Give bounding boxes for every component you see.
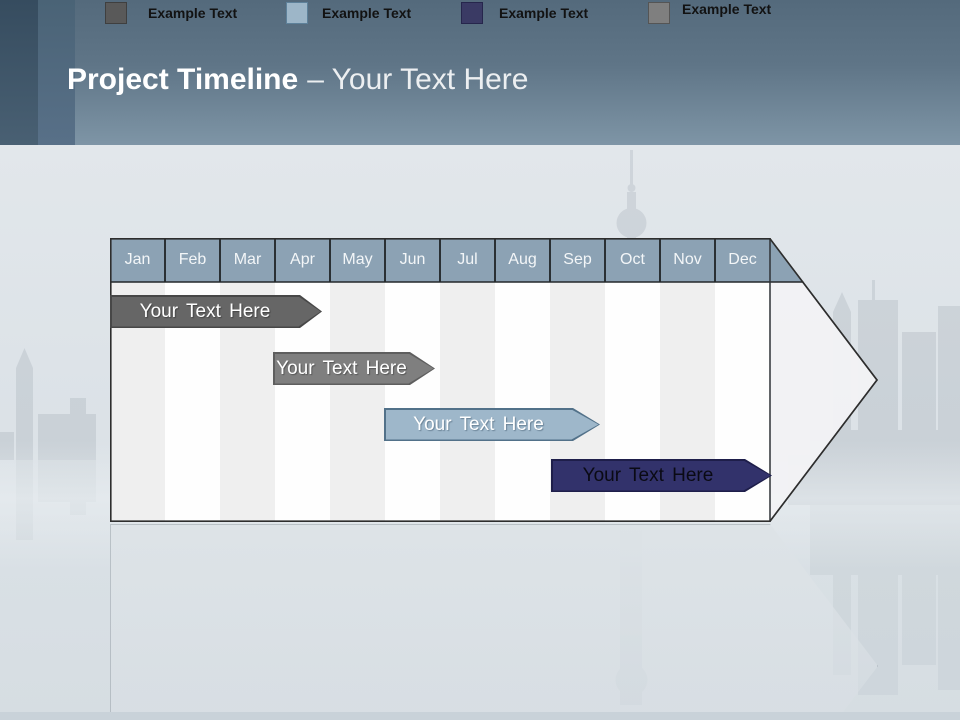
title-primary: Project Timeline <box>67 63 299 96</box>
month-header-dec: Dec <box>728 251 757 268</box>
bottom-accent-strip <box>0 712 960 720</box>
month-header-apr: Apr <box>290 251 315 268</box>
month-header-jan: Jan <box>124 251 151 268</box>
legend-swatch-gray <box>648 2 670 24</box>
timeline-arrow-reflection <box>110 524 878 720</box>
month-header-nov: Nov <box>673 251 702 268</box>
month-header-aug: Aug <box>508 251 537 268</box>
timeline-bar-4-label: Your Text Here <box>552 460 771 491</box>
timeline-bar-3-label: Your Text Here <box>385 409 599 440</box>
timeline-bar-3: Your Text Here <box>384 408 600 441</box>
month-header-may: May <box>342 251 373 268</box>
header-accent-strip-medium <box>38 0 75 145</box>
month-header-jun: Jun <box>399 251 426 268</box>
legend-label: Example Text <box>322 5 412 21</box>
month-header-oct: Oct <box>620 251 645 268</box>
slide-header: Project Timeline– Your Text Here <box>0 0 960 145</box>
page-title: Project Timeline– Your Text Here <box>67 60 528 100</box>
month-header-mar: Mar <box>233 251 262 268</box>
month-header-jul: Jul <box>457 251 478 268</box>
legend-swatch-dark-gray <box>105 2 127 24</box>
timeline-bar-1-label: Your Text Here <box>111 296 321 327</box>
timeline-bar-2: Your Text Here <box>273 352 435 385</box>
month-header-sep: Sep <box>563 251 592 268</box>
legend-label: Example Text <box>148 5 238 21</box>
legend-label: Example Text <box>499 5 589 21</box>
timeline-bar-4: Your Text Here <box>551 459 772 492</box>
timeline-bar-2-label: Your Text Here <box>274 353 434 384</box>
timeline-bar-1: Your Text Here <box>110 295 322 328</box>
legend-swatch-light-blue <box>286 2 308 24</box>
legend-swatch-navy <box>461 2 483 24</box>
header-accent-strip-dark <box>0 0 38 145</box>
legend-label: Example Text <box>682 1 772 17</box>
month-header-feb: Feb <box>178 251 207 268</box>
title-secondary: – Your Text Here <box>307 63 529 96</box>
